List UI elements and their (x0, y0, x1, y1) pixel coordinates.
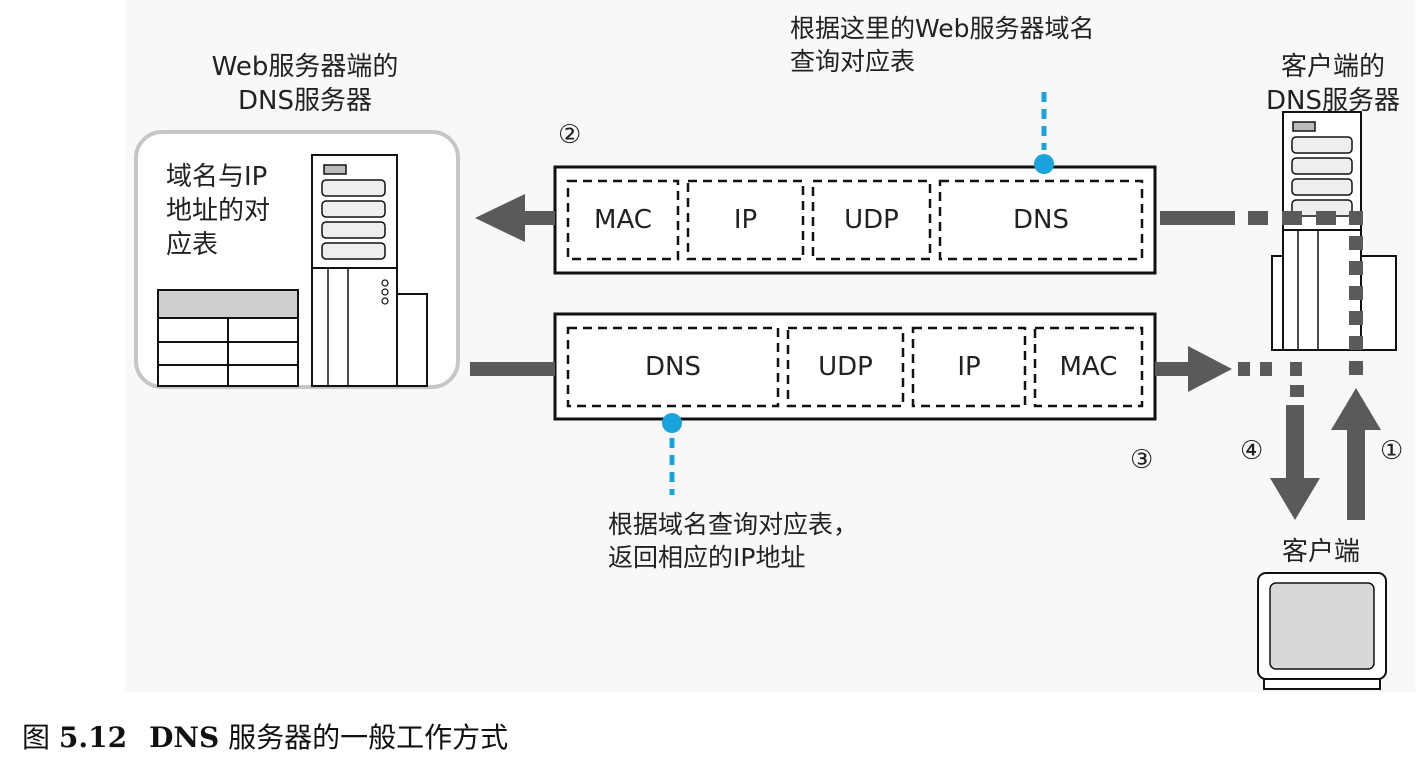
client-dns-server-label: 客户端的 DNS服务器 (1240, 50, 1426, 118)
dns-table-icon (157, 289, 299, 387)
packet-bottom-ip: IP (957, 352, 981, 382)
top-annotation-marker (1034, 92, 1054, 174)
step-four-marker: ④ (1240, 436, 1264, 466)
packet-top-mac: MAC (594, 205, 652, 235)
table-label: 域名与IP 地址的对 应表 (166, 160, 306, 262)
bottom-annotation: 根据域名查询对应表， 返回相应的IP地址 (608, 508, 948, 574)
bottom-annotation-line1: 根据域名查询对应表， (608, 510, 859, 539)
caption-prefix: 图 (22, 721, 59, 754)
step-one-marker: ① (1380, 436, 1404, 466)
server-tower-icon (311, 154, 428, 387)
monitor-icon (1257, 572, 1387, 690)
vertical-connector-right (1349, 211, 1363, 375)
packet-top-dns: DNS (1013, 205, 1069, 235)
table-label-line3: 应表 (166, 230, 219, 260)
caption-bold-term: DNS (149, 721, 220, 754)
client-dns-server-tower-icon (1271, 111, 1397, 351)
top-annotation-line2: 查询对应表 (790, 47, 916, 76)
packet-bottom-mac: MAC (1059, 352, 1118, 382)
client-label: 客户端 (1282, 537, 1361, 567)
web-dns-server-label: Web服务器端的 DNS服务器 (175, 50, 435, 118)
caption-number: 5.12 (58, 721, 128, 754)
bottom-annotation-marker (662, 413, 682, 495)
arrow-down-icon (1270, 405, 1320, 520)
caption-text: 服务器的一般工作方式 (219, 721, 509, 754)
table-label-line2: 地址的对 (166, 196, 271, 226)
packet-bottom-udp: UDP (818, 352, 873, 382)
figure-caption: 图 5.12 DNS 服务器的一般工作方式 (22, 718, 508, 758)
step-two-marker: ② (558, 120, 582, 150)
step-three-marker: ③ (1130, 445, 1154, 475)
arrow-up-icon (1331, 388, 1381, 520)
packet-top-udp: UDP (844, 205, 899, 235)
arrow-right-icon (470, 346, 1302, 392)
top-annotation-line1: 根据这里的Web服务器域名 (790, 14, 1095, 43)
client-dns-server-label-line2: DNS服务器 (1266, 86, 1400, 116)
bottom-annotation-line2: 返回相应的IP地址 (608, 543, 806, 572)
top-annotation: 根据这里的Web服务器域名 查询对应表 (790, 12, 1190, 78)
packet-bottom-dns: DNS (645, 352, 701, 382)
vertical-connector-left (1290, 385, 1304, 397)
packet-top-ip: IP (733, 205, 758, 235)
packet-top (553, 165, 1157, 275)
table-label-line1: 域名与IP (166, 162, 268, 192)
arrow-left-icon (475, 194, 1336, 242)
web-dns-server-label-line2: DNS服务器 (238, 86, 372, 116)
client-dns-server-label-line1: 客户端的 (1280, 52, 1385, 82)
web-dns-server-label-line1: Web服务器端的 (211, 52, 399, 82)
